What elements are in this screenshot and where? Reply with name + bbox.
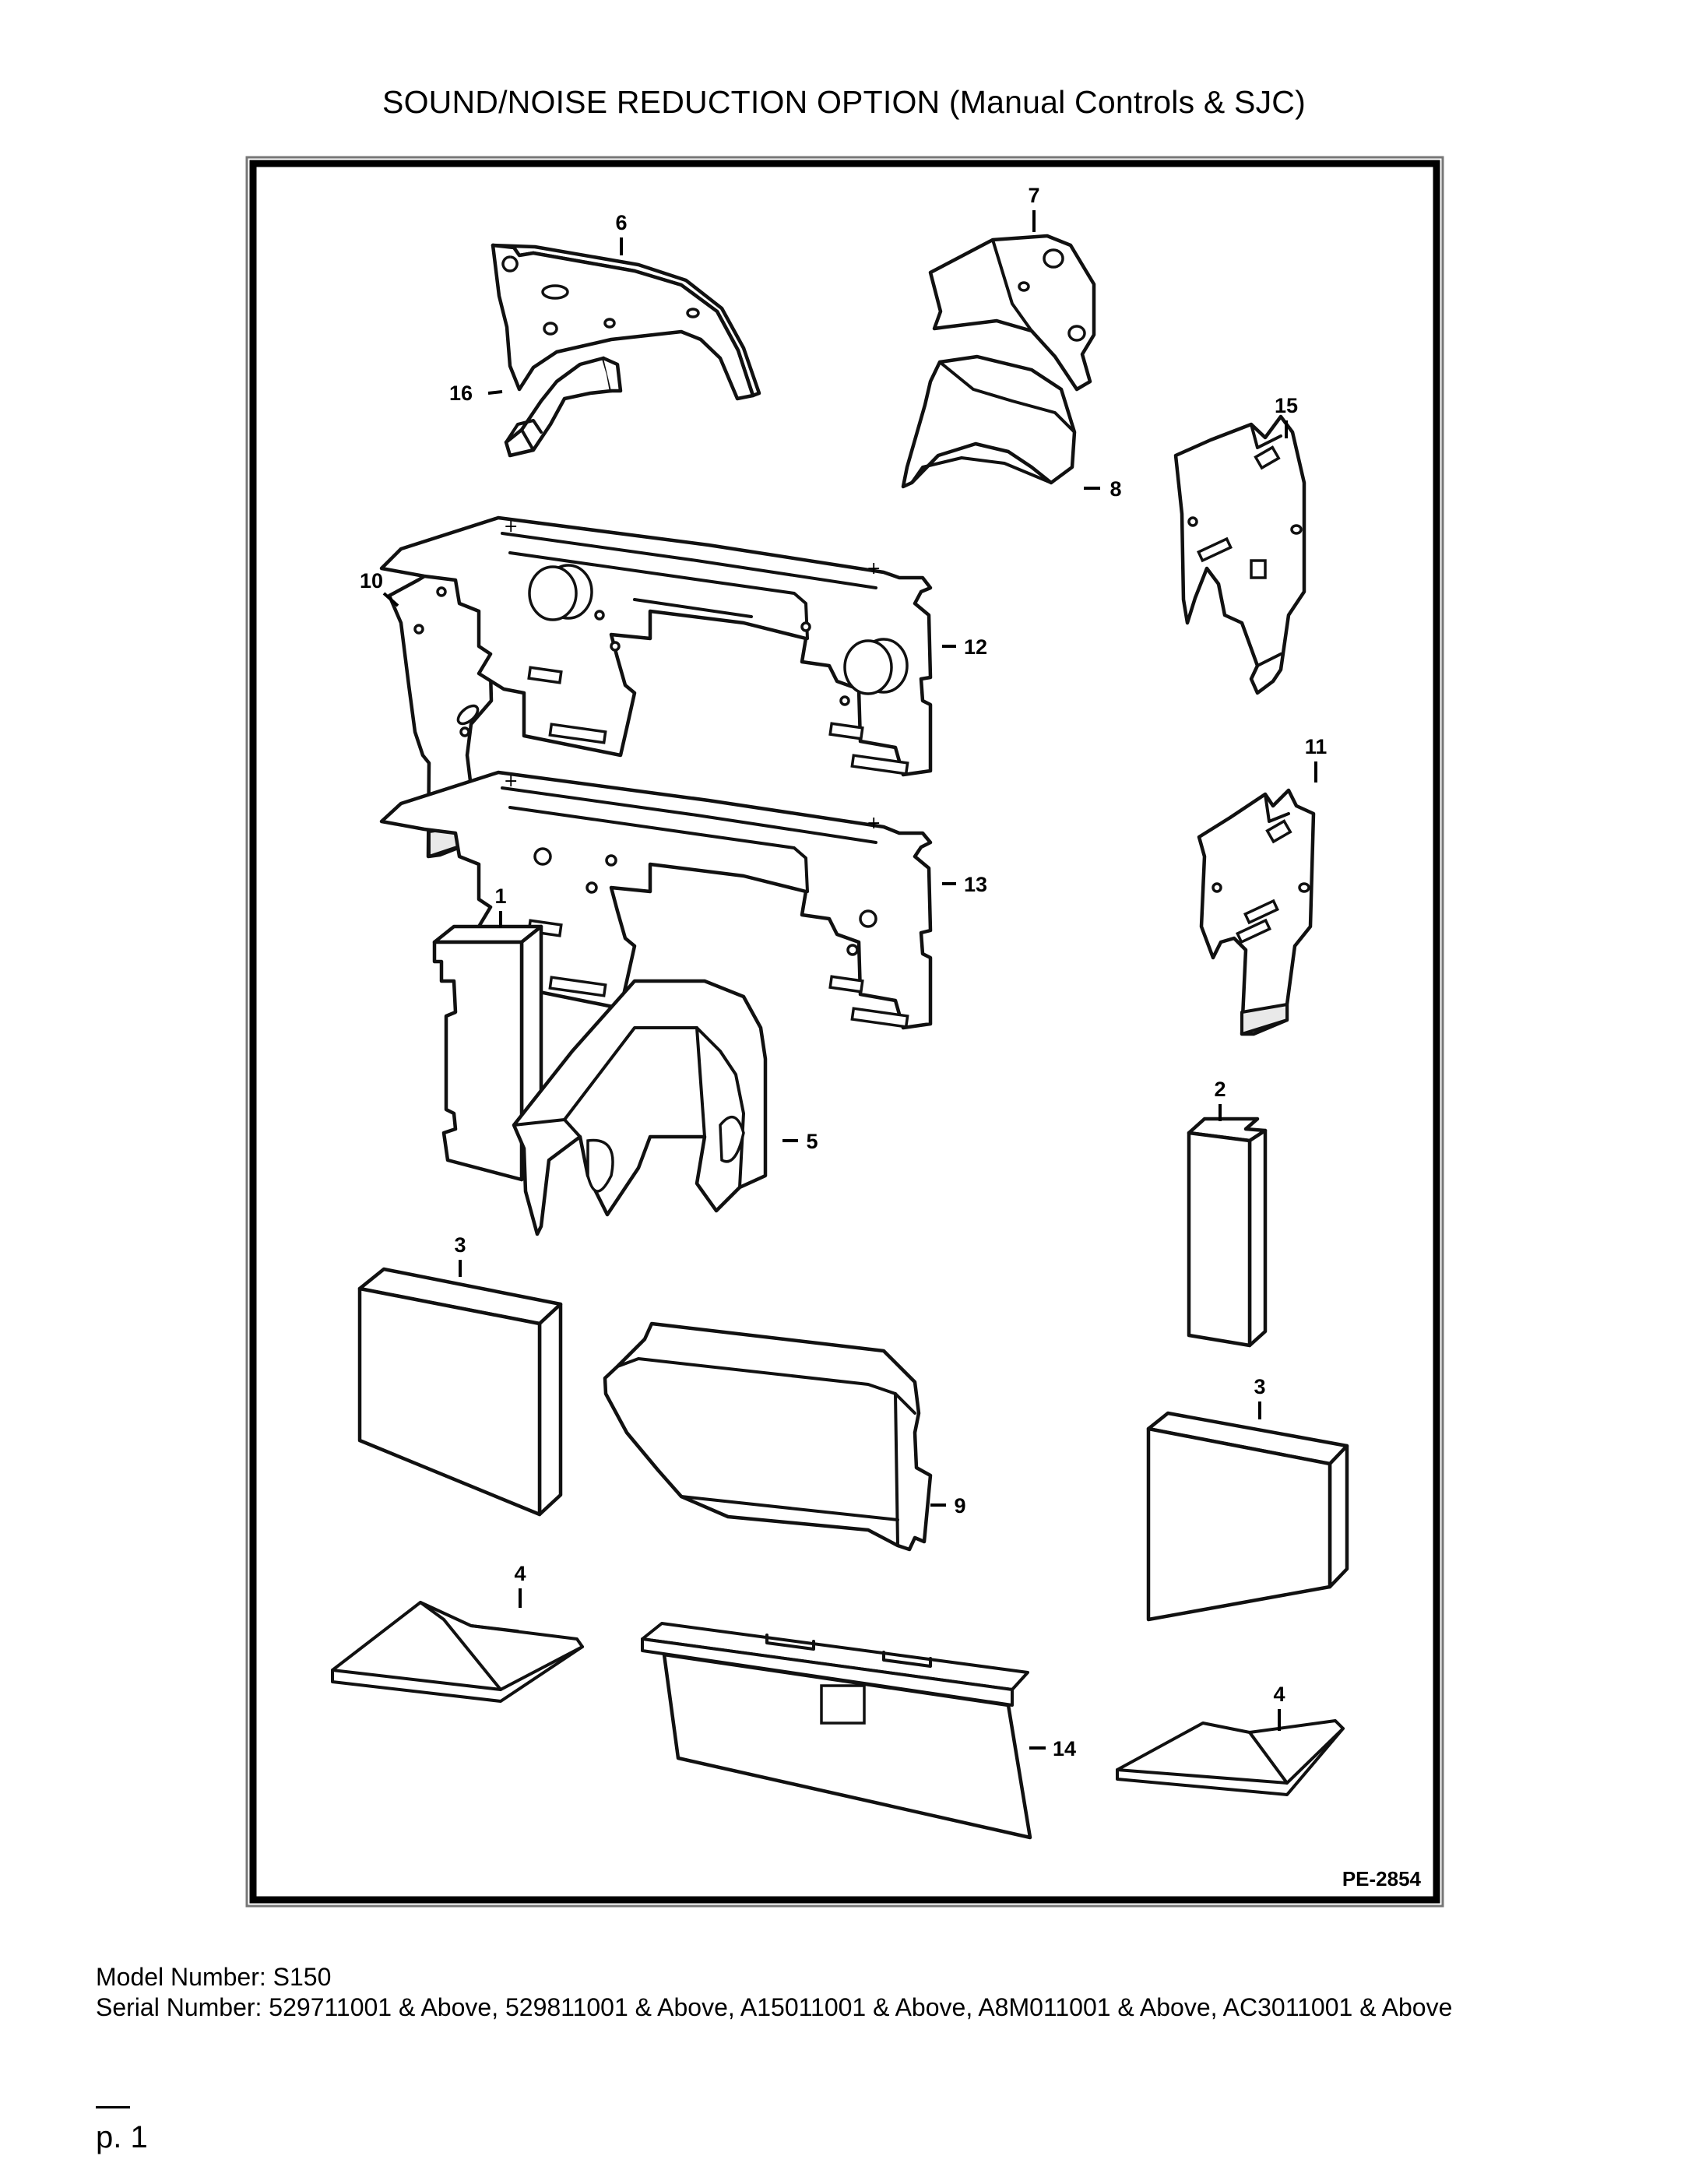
callout-13: 13	[964, 873, 987, 896]
callout-16: 16	[449, 382, 473, 405]
plus-mark: +	[504, 517, 518, 536]
footer: Model Number: S150 Serial Number: 529711…	[96, 1962, 1598, 2023]
part-14-floor-panel	[641, 1622, 1032, 1840]
part-3-foam-block-left	[357, 1267, 563, 1517]
part-8-curved-cover	[901, 354, 1077, 489]
part-11-right-panel	[1197, 788, 1316, 1036]
page-title: SOUND/NOISE REDUCTION OPTION (Manual Con…	[382, 84, 1306, 120]
diagram-outer-border	[245, 156, 1444, 1908]
part-2-foam-block	[1187, 1117, 1268, 1348]
callout-7: 7	[1028, 184, 1039, 207]
page-separator	[96, 2106, 130, 2108]
part-5-engine-cover	[512, 979, 768, 1236]
exploded-view-drawing: + + + +	[245, 156, 1444, 1908]
callout-10: 10	[360, 569, 383, 593]
callout-14: 14	[1053, 1737, 1076, 1760]
part-15-right-panel	[1173, 414, 1306, 695]
plus-mark: +	[504, 772, 518, 791]
drawing-number: PE-2854	[1342, 1867, 1422, 1890]
callout-12: 12	[964, 635, 987, 659]
plus-mark: +	[867, 814, 881, 833]
part-6-side-panel	[491, 243, 761, 401]
part-4-floor-mat-right	[1116, 1719, 1345, 1796]
part-13-center-frame: + +	[379, 770, 933, 1030]
part-12-center-frame: + +	[379, 515, 933, 777]
serial-number: Serial Number: 529711001 & Above, 529811…	[96, 1993, 1453, 2021]
callout-15: 15	[1275, 394, 1298, 417]
page-number: p. 1	[96, 2120, 148, 2154]
plus-mark: +	[867, 559, 881, 579]
part-3-foam-block-right	[1146, 1411, 1349, 1622]
part-16-small-bracket	[504, 356, 623, 458]
callout-4-right: 4	[1273, 1683, 1285, 1706]
callout-4-left: 4	[514, 1562, 526, 1585]
callout-9: 9	[954, 1494, 965, 1518]
callout-11: 11	[1305, 735, 1328, 758]
part-9-long-foam-block	[603, 1321, 933, 1552]
model-number: Model Number: S150	[96, 1963, 332, 1991]
callout-5: 5	[806, 1130, 818, 1153]
callout-6: 6	[615, 211, 627, 234]
callout-8: 8	[1110, 477, 1121, 501]
diagram-inner-border	[249, 160, 1440, 1904]
callout-2: 2	[1214, 1078, 1226, 1101]
part-7-front-bracket	[928, 234, 1096, 392]
callout-3-right: 3	[1254, 1375, 1265, 1398]
part-4-floor-mat-left	[331, 1601, 584, 1703]
callout-3-left: 3	[454, 1233, 466, 1257]
parts-diagram: + + + +	[245, 156, 1444, 1908]
callout-1: 1	[494, 885, 506, 908]
